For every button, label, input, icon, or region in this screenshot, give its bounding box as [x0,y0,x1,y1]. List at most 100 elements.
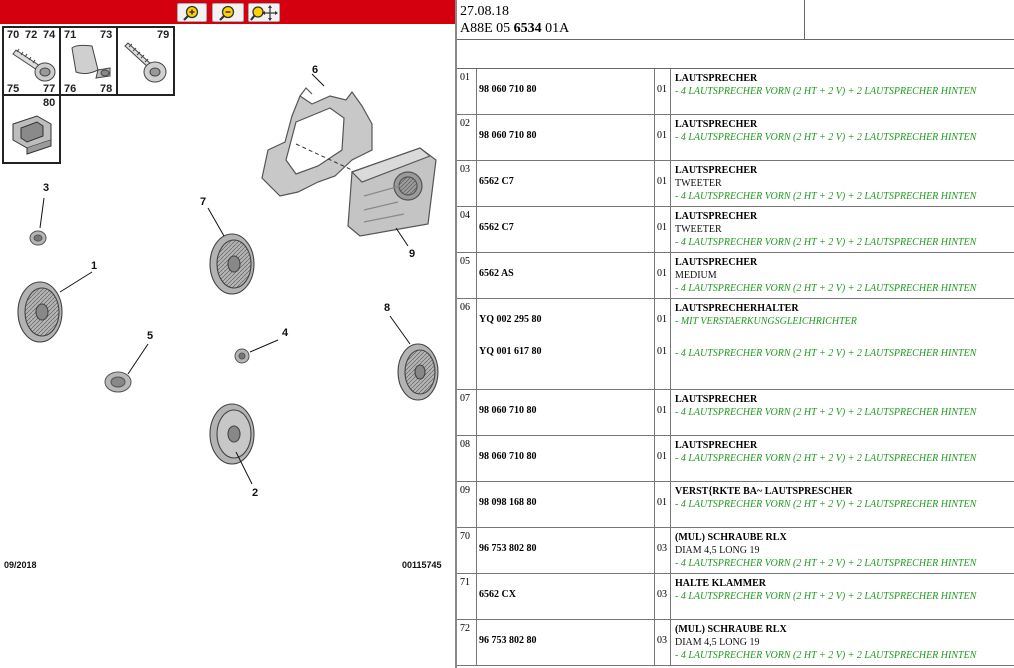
part-number-link[interactable]: YQ 002 295 80 [479,314,542,325]
part-3-tweeter[interactable] [29,230,47,246]
callout-6[interactable]: 6 [312,64,319,76]
description: LAUTSPRECHER- 4 LAUTSPRECHER VORN (2 HT … [675,439,1014,465]
quantity: 01 [657,314,667,325]
thumb-bracket[interactable]: 80 [2,94,61,164]
quantity: 01 [657,451,667,462]
quantity: 01 [657,84,667,95]
quantity: 01 [657,268,667,279]
part-number-link[interactable]: 98 060 710 80 [479,405,537,416]
zoom-toolbar [0,0,455,24]
applicability-note: - 4 LAUTSPRECHER VORN (2 HT + 2 V) + 2 L… [675,591,977,602]
part-number-link[interactable]: 98 060 710 80 [479,130,537,141]
part-6-bracket[interactable] [261,87,373,197]
part-title: HALTE KLAMMER [675,578,767,589]
label-80: 80 [43,97,56,109]
part-title: LAUTSPRECHER [675,257,758,268]
callout-2[interactable]: 2 [252,487,259,499]
part-2-speaker[interactable] [209,403,255,465]
part-7-speaker[interactable] [209,233,255,295]
part-number-cell: 98 060 710 80 [477,436,655,481]
part-detail: TWEETER [675,224,722,235]
part-1-speaker[interactable] [17,281,63,343]
callout-9[interactable]: 9 [409,248,416,260]
part-number-cell: 98 098 168 80 [477,482,655,527]
thumb-clip[interactable]: 71 73 76 78 [59,26,118,96]
part-number-cell: 6562 CX [477,574,655,619]
row-index: 04 [460,210,470,221]
part-number-link[interactable]: YQ 001 617 80 [479,346,542,357]
callout-7[interactable]: 7 [200,196,207,208]
applicability-note: - MIT VERSTAERKUNGSGLEICHRICHTER [675,316,857,327]
part-number-link[interactable]: 96 753 802 80 [479,635,537,646]
zoom-in-button[interactable] [177,3,207,22]
callout-8[interactable]: 8 [384,302,391,314]
quantity-cell: 03 [655,574,671,619]
quantity-cell: 01 [655,253,671,298]
zoom-move-button[interactable] [248,3,280,22]
description: HALTE KLAMMER - 4 LAUTSPRECHER VORN (2 HT… [675,577,1014,603]
diagram-ref: 00115745 [402,560,442,570]
callout-1[interactable]: 1 [91,260,98,272]
quantity: 01 [657,497,667,508]
part-8-speaker[interactable] [397,343,439,401]
quantity-cell: 01 [655,207,671,252]
label-74: 74 [43,29,56,41]
part-number-link[interactable]: 6562 C7 [479,176,514,187]
zoom-out-button[interactable] [212,3,244,22]
index-cell: 05 [457,253,477,298]
quantity: 01 [657,405,667,416]
part-number-link[interactable]: 6562 AS [479,268,514,279]
index-cell: 71 [457,574,477,619]
row-index: 06 [460,302,470,313]
index-cell: 03 [457,161,477,206]
part-number-link[interactable]: 98 060 710 80 [479,84,537,95]
thumb-screw[interactable]: 70 72 74 75 77 [2,26,61,96]
callout-3[interactable]: 3 [43,182,50,194]
quantity: 01 [657,130,667,141]
zoom-out-icon [219,5,235,21]
quantity-cell: 03 [655,620,671,665]
part-number-cell: 6562 AS [477,253,655,298]
quantity-cell: 01 [655,69,671,114]
applicability-note: - 4 LAUTSPRECHER VORN (2 HT + 2 V) + 2 L… [675,499,977,510]
applicability-note: - 4 LAUTSPRECHER VORN (2 HT + 2 V) + 2 L… [675,191,977,202]
part-title: LAUTSPRECHERHALTER [675,303,799,314]
quantity-cell: 01 [655,115,671,160]
part-4-tweeter[interactable] [234,348,250,364]
part-title: LAUTSPRECHER [675,211,758,222]
part-title: VERST{RKTE BA~ LAUTSPRESCHER [675,486,853,497]
part-number-link[interactable]: 96 753 802 80 [479,543,537,554]
part-number-link[interactable]: 98 060 710 80 [479,451,537,462]
callout-4[interactable]: 4 [282,327,289,339]
part-number-link[interactable]: 98 098 168 80 [479,497,537,508]
applicability-note: - 4 LAUTSPRECHER VORN (2 HT + 2 V) + 2 L… [675,650,977,661]
index-cell: 07 [457,390,477,435]
part-9-amplifier[interactable] [347,147,437,237]
description: VERST{RKTE BA~ LAUTSPRESCHER - 4 LAUTSPRE… [675,485,1014,511]
callout-5[interactable]: 5 [147,330,154,342]
applicability-note: - 4 LAUTSPRECHER VORN (2 HT + 2 V) + 2 L… [675,348,977,359]
row-index: 02 [460,118,470,129]
label-79: 79 [157,29,170,41]
part-number-link[interactable]: 6562 CX [479,589,516,600]
part-5-medium[interactable] [104,371,132,393]
part-title: LAUTSPRECHER [675,165,758,176]
part-number-link[interactable]: 6562 C7 [479,222,514,233]
description: LAUTSPRECHER- 4 LAUTSPRECHER VORN (2 HT … [675,72,1014,98]
quantity: 01 [657,176,667,187]
thumb-bolt[interactable]: 79 [116,26,175,96]
